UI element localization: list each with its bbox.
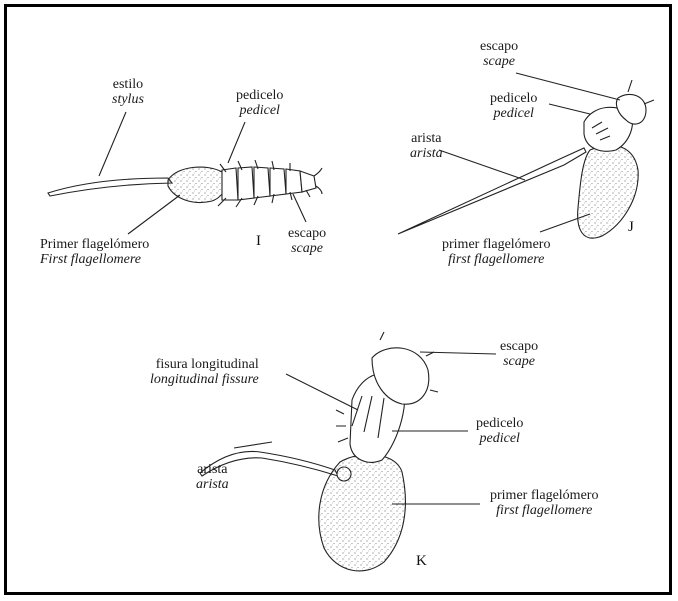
figure-k-label-arista: arista arista — [196, 462, 229, 493]
figure-i-label-scape: escapo scape — [288, 226, 326, 257]
figure-j-label-pedicel: pedicelo pedicel — [490, 91, 537, 122]
figure-j-label-flagellomere: primer flagelómero first flagellomere — [442, 237, 550, 268]
figure-j-label-arista: arista arista — [410, 131, 443, 162]
figure-j-letter: J — [628, 219, 634, 236]
figure-k-label-scape: escapo scape — [500, 339, 538, 370]
figure-i-drawing — [48, 112, 322, 234]
figure-k-label-fissure: fisura longitudinal longitudinal fissure — [150, 357, 259, 388]
figure-k-label-pedicel: pedicelo pedicel — [476, 416, 523, 447]
figure-i-label-flagellomere: Primer flagelómero First flagellomere — [40, 237, 149, 268]
figure-i-stylus — [48, 178, 172, 196]
figure-j-label-scape: escapo scape — [480, 39, 518, 70]
figure-i-letter: I — [256, 233, 261, 250]
figure-i-pedicel-segments — [218, 160, 322, 207]
figure-k-letter: K — [416, 553, 427, 570]
figure-i-label-stylus: estilo stylus — [112, 77, 144, 108]
figure-k-label-flagellomere: primer flagelómero first flagellomere — [490, 488, 598, 519]
figure-i-label-pedicel: pedicelo pedicel — [236, 88, 283, 119]
figure-k-first-flagellomere — [319, 455, 406, 571]
